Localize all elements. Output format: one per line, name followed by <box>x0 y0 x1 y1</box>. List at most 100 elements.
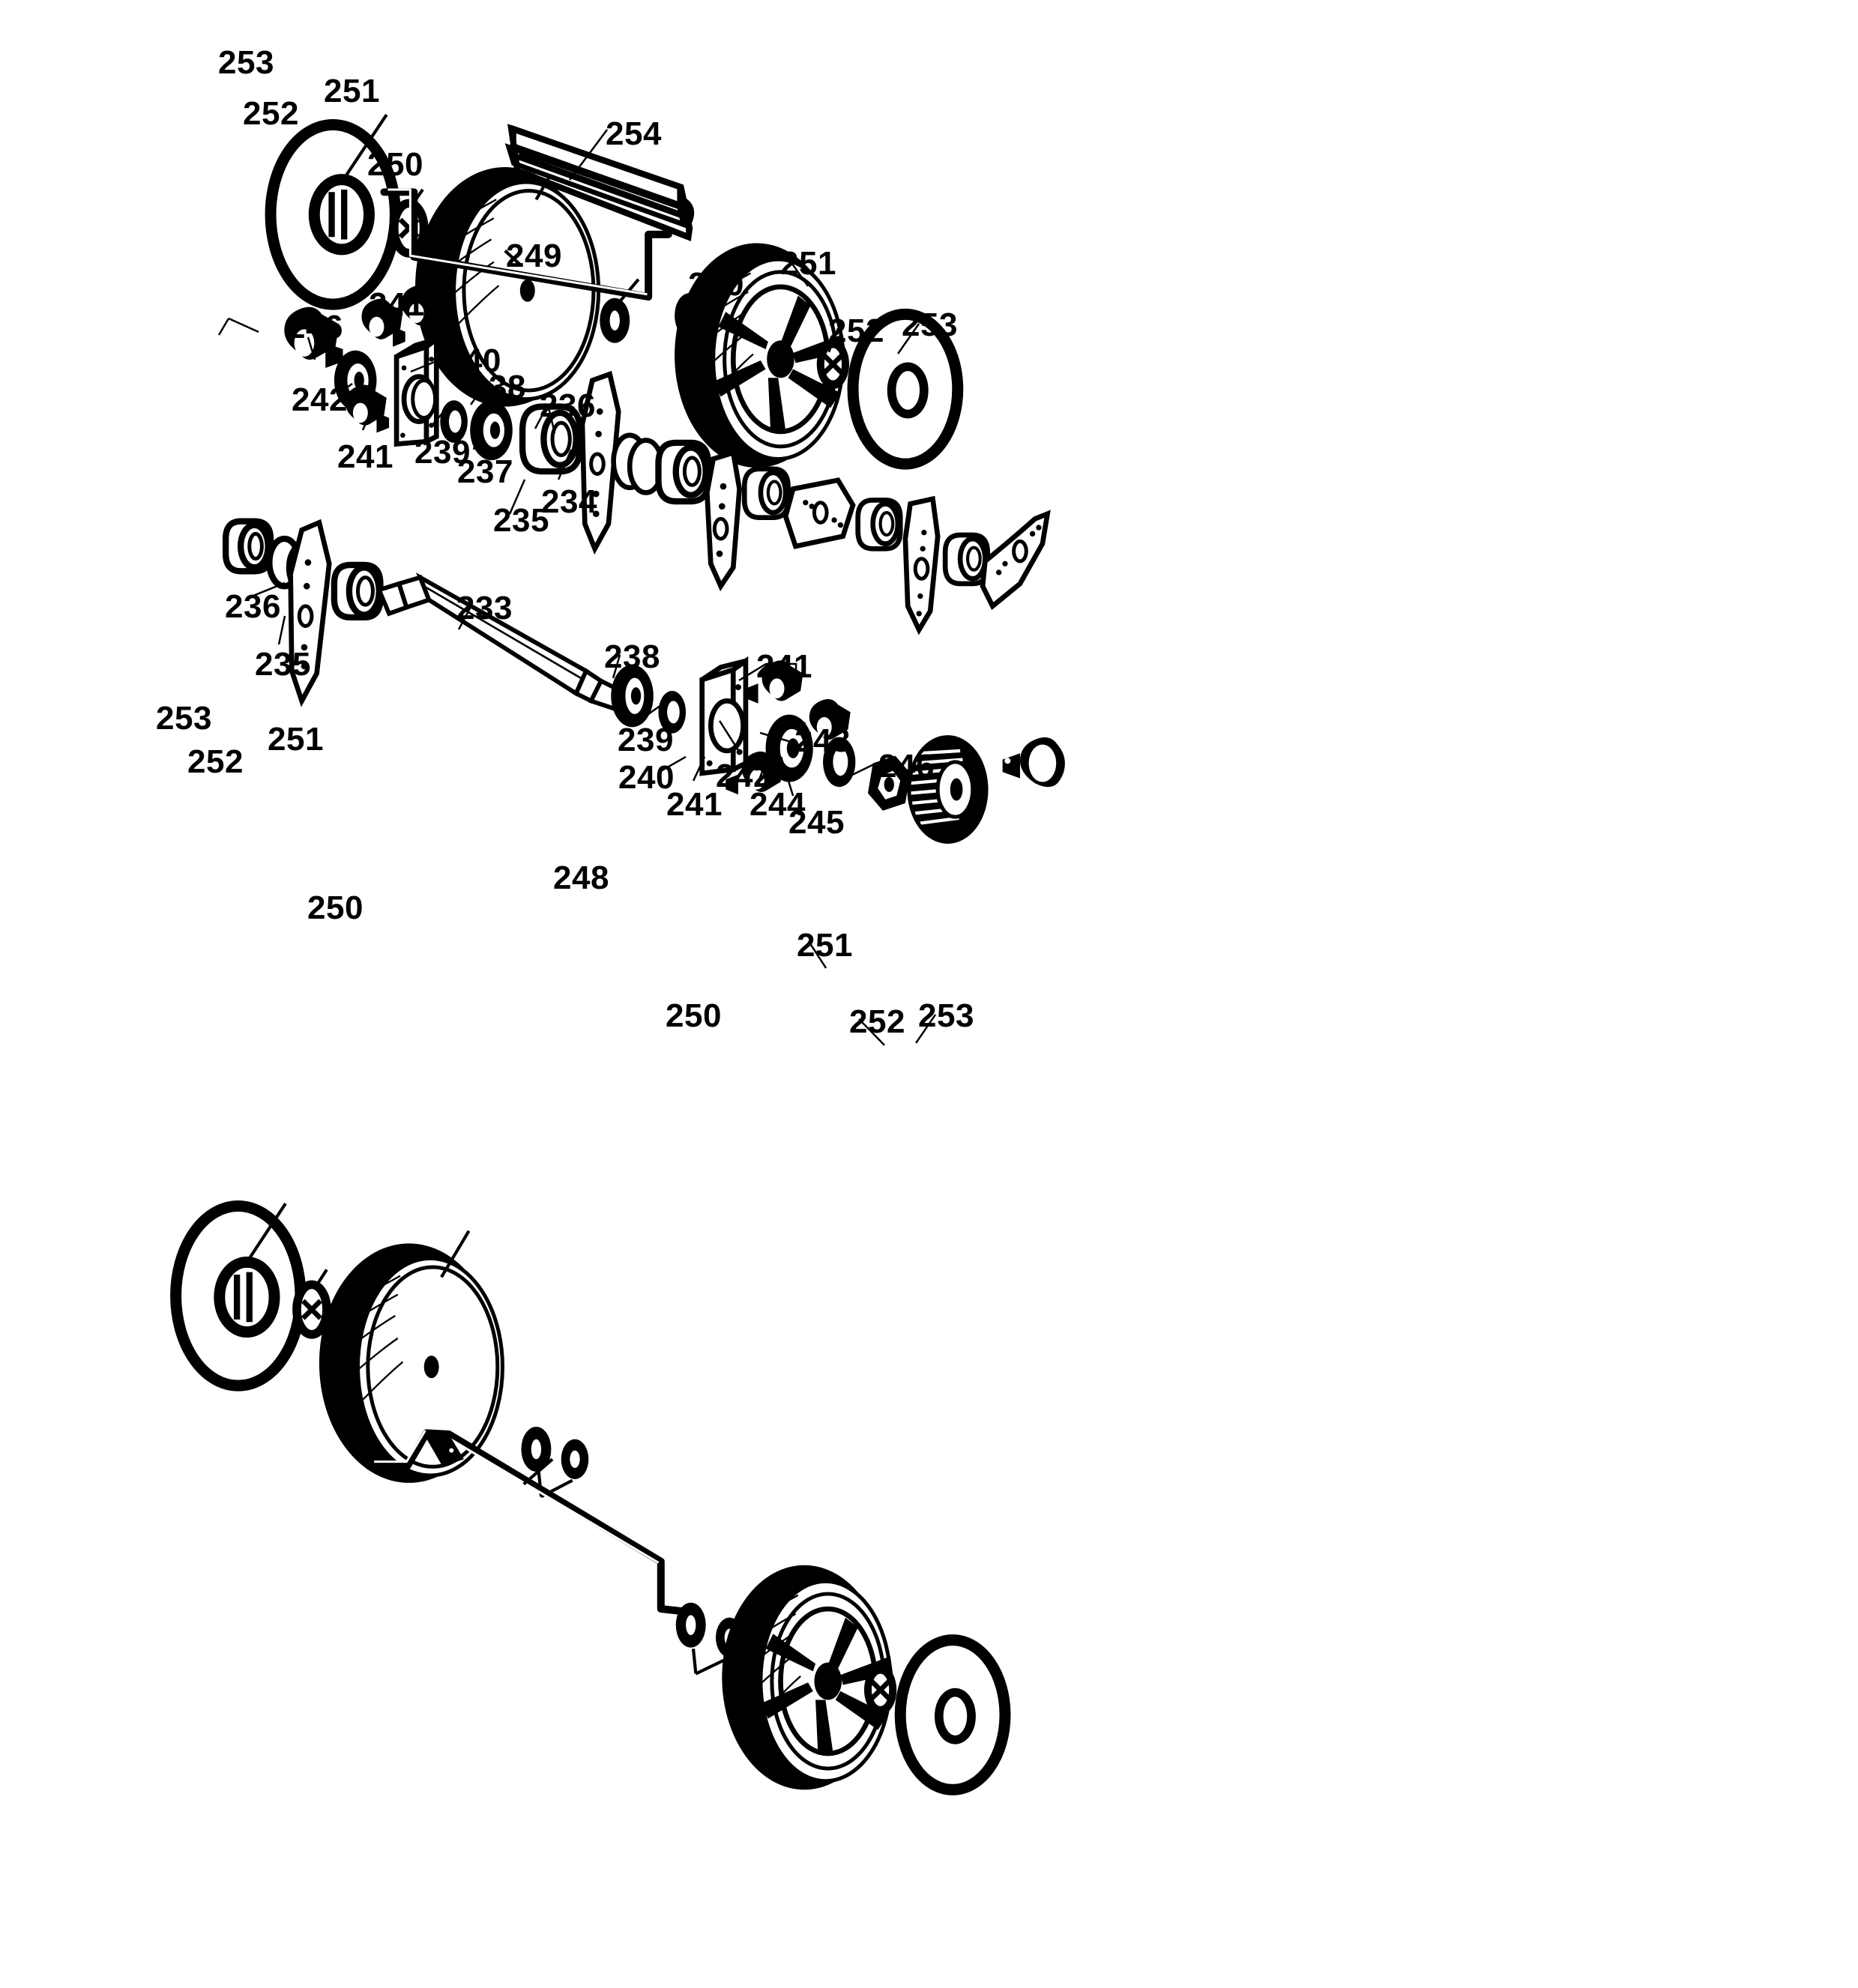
leader-242-b <box>719 720 742 755</box>
part-249-lift-rod-long-highlight <box>387 188 648 296</box>
leader-241-a <box>217 317 259 336</box>
callout-number-253-upper-right-wheel: 253 <box>902 306 958 343</box>
part-254-rail-bar-body <box>507 124 695 241</box>
part-248-lift-rod-short <box>367 1429 687 1616</box>
leader-234 <box>557 449 573 480</box>
part-250-washer-lower-right-a <box>675 1602 706 1648</box>
leader-236-b <box>253 581 286 597</box>
part-252-hub-clip-lower-left <box>292 1280 331 1339</box>
leader-243 <box>759 731 791 743</box>
callout-number-253-lower-left-wheel: 253 <box>156 700 212 737</box>
leader-253-bl <box>245 1202 287 1263</box>
leader-253-ul <box>343 113 388 180</box>
callout-number-250-upper-left-wheel: 250 <box>367 146 423 183</box>
leader-246-a <box>307 336 316 360</box>
callout-number-244-lower-bracket: 244 <box>749 786 806 823</box>
part-240-side-plate-b <box>699 656 749 776</box>
callout-number-239-mid-bracket: 239 <box>414 434 471 471</box>
callout-number-241-mid-bracket: 241 <box>369 286 425 323</box>
callout-number-252-lower-left-wheel: 252 <box>187 743 244 780</box>
leader-251-bl <box>440 1230 471 1278</box>
callout-number-250-lower-left-wheel: 250 <box>307 889 364 926</box>
part-238-washer-b <box>611 665 654 728</box>
leader-241-d <box>692 756 706 782</box>
part-251-wheel-lower-left <box>319 1243 504 1483</box>
callout-number-240-lower-bracket: 240 <box>618 759 675 796</box>
callout-number-245-lower-bracket: 245 <box>788 804 845 841</box>
callout-number-243-lower-bracket: 243 <box>794 722 851 759</box>
leader-254 <box>569 129 609 181</box>
leader-238-a <box>470 383 487 405</box>
part-251-wheel-upper-right <box>675 243 846 468</box>
callout-number-253-upper-left-wheel: 253 <box>218 44 274 81</box>
callout-number-236-reel-lower: 236 <box>225 588 281 625</box>
part-234-spacer <box>655 439 712 505</box>
leader-235-a <box>508 479 526 515</box>
part-237-bearing <box>519 403 583 475</box>
part-251-wheel-upper-left <box>415 167 601 407</box>
part-241-screw-b <box>401 285 445 333</box>
part-241-screw-d <box>745 660 803 704</box>
leader-239-a <box>431 404 451 426</box>
part-253-cover-disc-lower-left <box>170 1200 307 1392</box>
part-251-wheel-lower-right <box>722 1565 893 1790</box>
part-236-sleeve-mid <box>611 432 665 495</box>
part-241-screw-a <box>361 298 405 347</box>
part-239-washer-a <box>440 400 468 443</box>
callout-number-238-lower-bracket: 238 <box>604 638 660 675</box>
part-237-bearing-lower <box>331 561 384 621</box>
callout-number-235-reel-lower: 235 <box>255 646 311 683</box>
part-253-cover-disc-upper-right <box>847 308 964 470</box>
leader-244 <box>758 737 776 780</box>
leader-242-a <box>338 382 353 394</box>
callout-number-241-lower-bracket: 241 <box>756 648 812 685</box>
part-246-knob-bolt-b <box>1002 737 1065 788</box>
part-250-washer-upper-left <box>600 297 630 343</box>
callout-number-238-mid-bracket: 238 <box>470 369 526 405</box>
callout-number-242-lower-bracket: 242 <box>716 758 772 794</box>
part-241-screw-c <box>345 384 390 433</box>
leader-241-b <box>361 415 370 431</box>
leader-239-b <box>640 697 672 720</box>
leader-248 <box>522 1457 554 1486</box>
part-246-knob-bolt-a <box>284 306 343 368</box>
callout-number-233-reel-lower: 233 <box>456 590 513 626</box>
leader-246-b <box>850 761 878 777</box>
part-242-bushing-b <box>765 714 813 782</box>
callout-number-251-upper-right-wheel: 251 <box>780 245 836 282</box>
part-250-washer-lower-left-b <box>561 1439 589 1479</box>
leader-249 <box>504 250 522 268</box>
callout-number-239-lower-bracket: 239 <box>618 722 674 758</box>
leader-237 <box>472 426 481 450</box>
leader-253-ur <box>897 323 920 354</box>
part-235-reel-blade-mid <box>579 370 621 555</box>
part-252-hub-clip-upper-right <box>816 339 850 390</box>
callout-number-240-mid-bracket: 240 <box>445 342 501 379</box>
callout-number-250-lower-right-wheel: 250 <box>666 997 722 1034</box>
callout-number-251-lower-right-wheel: 251 <box>797 927 853 964</box>
callout-number-252-lower-right-wheel: 252 <box>849 1003 905 1040</box>
callout-number-234-reel-blades: 234 <box>541 483 597 520</box>
callout-number-249-rods: 249 <box>506 238 562 274</box>
leader-252-bl <box>314 1269 328 1288</box>
part-252-hub-clip-lower-right <box>863 1664 897 1715</box>
callout-number-251-upper-left-wheel: 251 <box>324 73 380 109</box>
leader-250-br <box>691 1649 728 1676</box>
part-252-hub-clip-upper-left <box>389 199 429 258</box>
callout-number-246-mid-bracket: 246 <box>287 309 343 345</box>
leader-251-br <box>809 942 827 969</box>
callout-number-246-lower-bracket: 246 <box>878 748 935 785</box>
leader-236-a <box>534 404 556 434</box>
callout-number-250-upper-right-wheel: 250 <box>688 266 744 303</box>
leader-241-c <box>738 662 797 692</box>
callout-number-254-rail: 254 <box>606 115 662 152</box>
part-235-reel-blade-mid2 <box>705 449 742 592</box>
callout-number-237-mid-bracket: 237 <box>457 453 513 490</box>
leader-240-b <box>659 755 687 773</box>
callout-number-251-lower-left-wheel: 251 <box>268 721 324 758</box>
leader-240-a <box>410 357 444 373</box>
callout-number-252-upper-right-wheel: 252 <box>828 312 884 349</box>
leader-238-b <box>612 654 621 679</box>
leader-252-ur <box>827 327 839 353</box>
